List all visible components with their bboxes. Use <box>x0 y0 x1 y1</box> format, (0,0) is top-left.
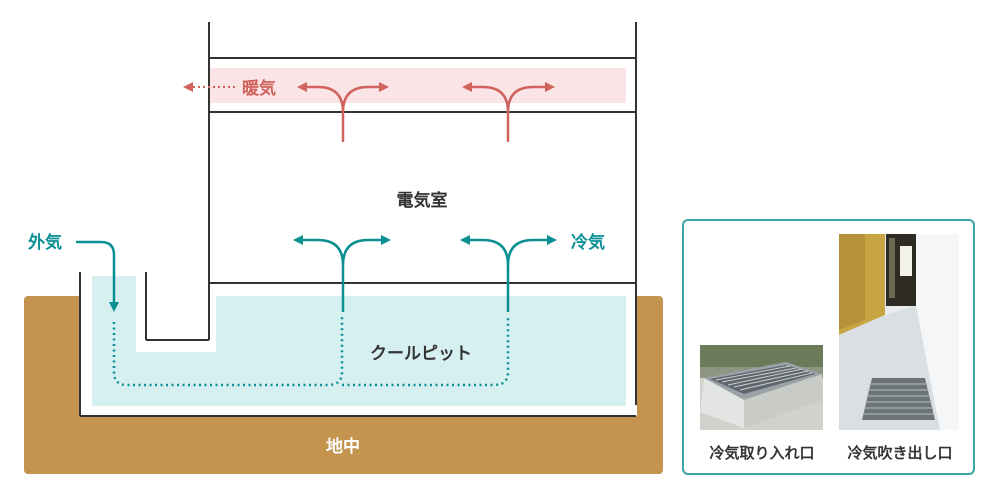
warm-air-band <box>209 68 626 103</box>
underground-label: 地中 <box>326 436 360 457</box>
warm-air-flow-left <box>297 82 389 142</box>
cool-air-flow-left <box>293 235 391 312</box>
warm-air-label: 暖気 <box>242 78 276 99</box>
intake-caption: 冷気取り入れ口 <box>709 444 815 462</box>
cool-pit-label: クールピット <box>370 344 472 364</box>
electrical-room-label: 電気室 <box>397 190 448 211</box>
outside-air-intake-arrow <box>76 240 119 312</box>
outlet-caption: 冷気吹き出し口 <box>847 444 953 462</box>
outlet-photo <box>839 234 959 430</box>
warm-air-flow-right <box>462 82 555 142</box>
cool-air-flow-right <box>460 235 557 312</box>
pit-air-path <box>112 315 510 387</box>
cool-pit-area <box>92 276 626 406</box>
building-walls <box>79 22 637 417</box>
cool-air-label: 冷気 <box>571 232 605 253</box>
intake-photo <box>700 345 823 430</box>
outside-air-label: 外気 <box>28 232 62 253</box>
